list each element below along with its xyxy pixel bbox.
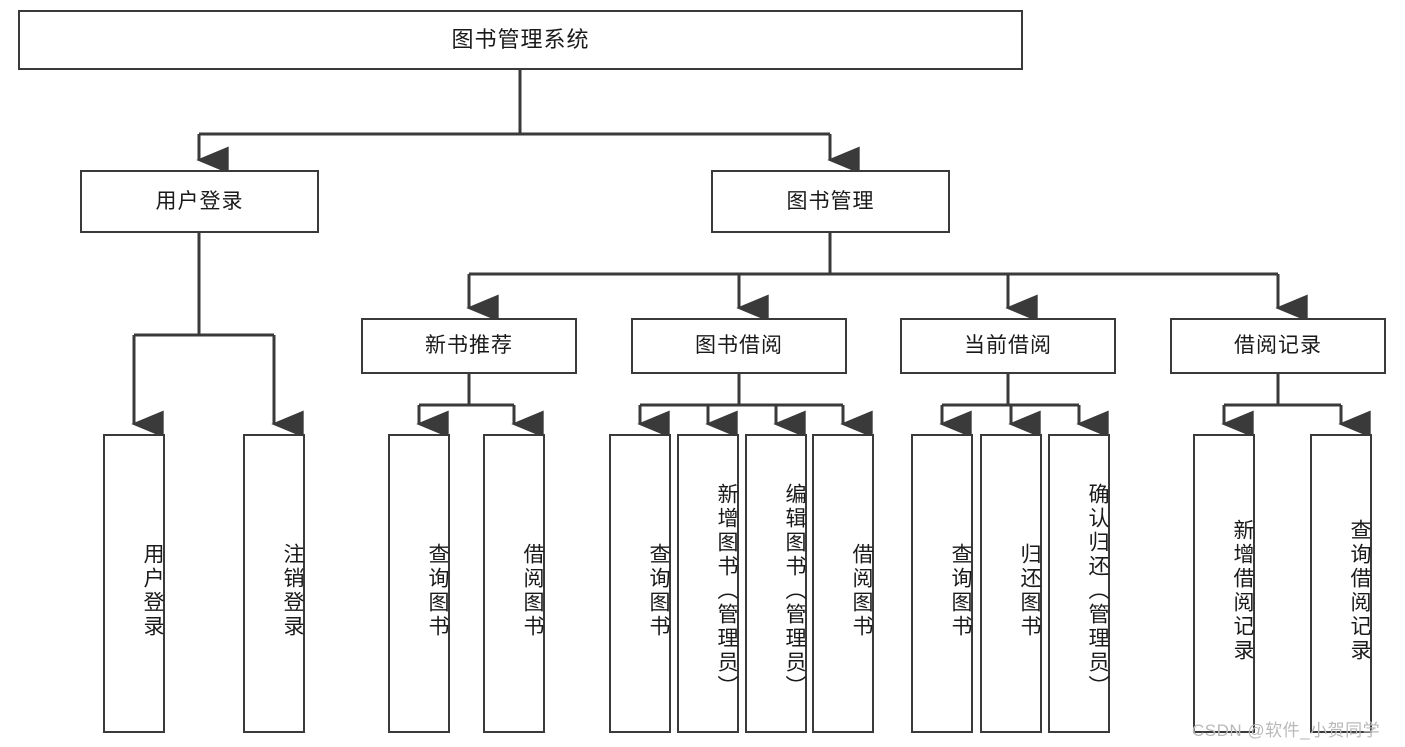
leaf-add-borrow-record[interactable]: 新增借阅记录: [1193, 434, 1255, 733]
node-label: 注销登录: [281, 542, 304, 639]
watermark-text: CSDN @软件_小贺同学: [1192, 721, 1381, 740]
leaf-add-book-admin[interactable]: 新增图书（管理员）: [677, 434, 739, 733]
node-label: 用户登录: [155, 189, 244, 213]
leaf-user-login[interactable]: 用户登录: [103, 434, 165, 733]
node-label: 用户登录: [141, 542, 164, 639]
node-label: 借阅图书: [850, 542, 873, 639]
node-label: 借阅记录: [1234, 334, 1322, 358]
node-current-borrow[interactable]: 当前借阅: [900, 318, 1116, 374]
node-label: 图书管理系统: [451, 26, 590, 52]
leaf-query-book-recommend[interactable]: 查询图书: [388, 434, 450, 733]
node-new-book-recommend[interactable]: 新书推荐: [361, 318, 577, 374]
leaf-query-book-borrow[interactable]: 查询图书: [609, 434, 671, 733]
leaf-query-book-current[interactable]: 查询图书: [911, 434, 973, 733]
node-label: 当前借阅: [964, 334, 1052, 358]
node-book-borrow[interactable]: 图书借阅: [631, 318, 847, 374]
node-label: 编辑图书（管理员）: [783, 482, 806, 699]
leaf-edit-book-admin[interactable]: 编辑图书（管理员）: [745, 434, 807, 733]
node-borrow-record[interactable]: 借阅记录: [1170, 318, 1386, 374]
node-label: 图书管理: [786, 189, 875, 213]
leaf-user-logout[interactable]: 注销登录: [243, 434, 305, 733]
node-label: 查询图书: [647, 542, 670, 639]
node-label: 确认归还（管理员）: [1086, 482, 1109, 699]
node-root-system[interactable]: 图书管理系统: [18, 10, 1023, 70]
node-label: 新增图书（管理员）: [715, 482, 738, 699]
node-label: 查询借阅记录: [1348, 518, 1371, 663]
node-book-management[interactable]: 图书管理: [711, 170, 950, 233]
leaf-confirm-return-admin[interactable]: 确认归还（管理员）: [1048, 434, 1110, 733]
node-label: 归还图书: [1018, 542, 1041, 639]
node-label: 图书借阅: [695, 334, 783, 358]
leaf-borrow-book[interactable]: 借阅图书: [812, 434, 874, 733]
node-label: 查询图书: [949, 542, 972, 639]
leaf-query-borrow-record[interactable]: 查询借阅记录: [1310, 434, 1372, 733]
node-user-login[interactable]: 用户登录: [80, 170, 319, 233]
node-label: 借阅图书: [521, 542, 544, 639]
node-label: 查询图书: [426, 542, 449, 639]
leaf-borrow-book-recommend[interactable]: 借阅图书: [483, 434, 545, 733]
node-label: 新书推荐: [425, 334, 513, 358]
node-label: 新增借阅记录: [1231, 518, 1254, 663]
leaf-return-book[interactable]: 归还图书: [980, 434, 1042, 733]
